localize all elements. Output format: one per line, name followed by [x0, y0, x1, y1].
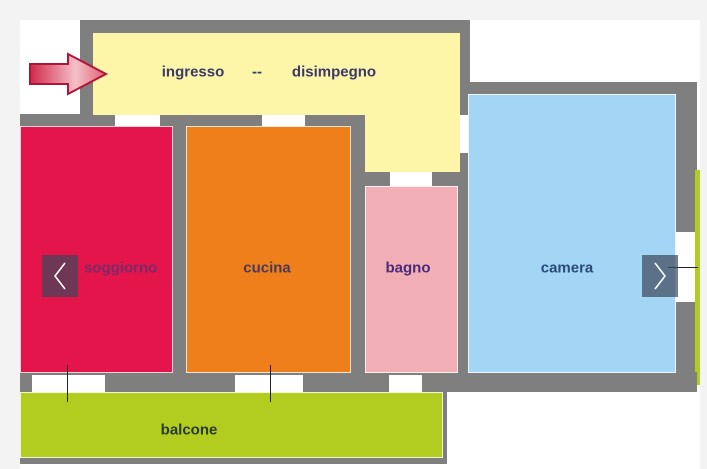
label-balcone: balcone [160, 421, 218, 439]
door-swing-line [270, 365, 271, 402]
room-camera [468, 94, 676, 373]
door-gap [115, 114, 160, 126]
room-soggiorno [20, 126, 173, 373]
chevron-left-icon [53, 262, 66, 290]
arrow-right-icon [29, 52, 109, 96]
room-disimpegno [365, 110, 460, 172]
door-gap [262, 114, 305, 126]
wall [351, 120, 365, 380]
label-ingresso: ingresso [161, 63, 225, 81]
wall-top-rooms [20, 114, 370, 126]
room-balcone [20, 392, 443, 458]
carousel-prev-button[interactable] [42, 255, 78, 297]
wall-balcone-side [443, 392, 447, 464]
label-camera: camera [540, 259, 594, 277]
wall-bottom [20, 372, 697, 392]
label-soggiorno: soggiorno [84, 259, 158, 277]
window-line [668, 267, 698, 268]
balcony-strip [695, 170, 700, 385]
door-swing-line [67, 365, 68, 402]
room-cucina [186, 126, 351, 373]
wall-balcone [20, 458, 447, 464]
label-bagno: bagno [385, 259, 431, 277]
chevron-right-icon [654, 262, 667, 290]
door-gap [458, 115, 468, 153]
door-gap [390, 172, 432, 186]
door-gap [32, 375, 105, 392]
room-ingresso [93, 33, 460, 115]
carousel-next-button[interactable] [642, 255, 678, 297]
wall [173, 120, 186, 380]
room-bagno [365, 186, 458, 373]
door-gap [235, 375, 303, 392]
door-gap [389, 375, 422, 392]
label-separator: -- [252, 63, 262, 81]
label-cucina: cucina [243, 259, 291, 277]
label-disimpegno: disimpegno [291, 63, 377, 81]
